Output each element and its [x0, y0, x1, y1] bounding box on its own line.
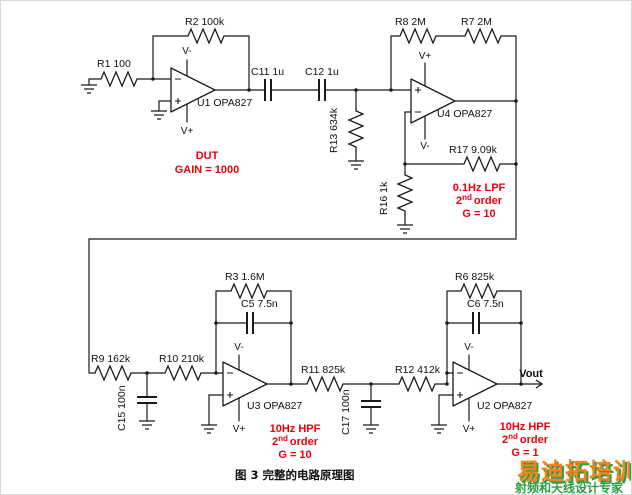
note-lpf-line1: 0.1Hz LPF — [453, 182, 506, 194]
note-hpf1-gain: G = 10 — [278, 449, 311, 461]
label-vout: Vout — [519, 368, 543, 380]
label-u3: U3 OPA827 — [247, 400, 302, 412]
resistor-r6: R6 825k — [455, 271, 504, 299]
label-r2: R2 100k — [185, 16, 225, 28]
label-u4: U4 OPA827 — [437, 108, 492, 120]
label-u3-vminus: V- — [234, 342, 243, 353]
ground-icon — [150, 110, 168, 120]
watermark-tagline: 射频和天线设计专家 — [514, 480, 624, 495]
capacitor-c5: C5 7.5n — [241, 298, 278, 334]
ground-icon — [396, 224, 414, 234]
label-u1: U1 OPA827 — [197, 97, 252, 109]
label-u1-vplus: V+ — [181, 126, 194, 137]
label-r10: R10 210k — [159, 353, 205, 365]
resistor-r8: R8 2M — [395, 16, 443, 44]
label-c15: C15 100n — [116, 385, 128, 431]
ground-icon — [138, 420, 156, 430]
note-lpf-gain: G = 10 — [462, 208, 495, 220]
label-u4-vplus: V+ — [419, 51, 432, 62]
resistor-r1: R1 100 — [96, 58, 144, 87]
ground-icon — [80, 84, 98, 94]
label-u1-vminus: V- — [182, 46, 191, 57]
note-hpf2-gain: G = 1 — [511, 447, 538, 459]
label-u3-vplus: V+ — [233, 424, 246, 435]
label-c6: C6 7.5n — [467, 298, 504, 310]
watermark-brand: 易迪拓培训 — [517, 458, 632, 485]
resistor-r2: R2 100k — [183, 16, 231, 44]
vout-port: Vout — [519, 368, 544, 389]
vout-arrow-icon — [535, 379, 544, 389]
watermark: 易迪拓培训 易迪拓培训 射频和天线设计专家 — [514, 458, 632, 495]
opamp-u3: U3 OPA827 V- V+ — [222, 342, 302, 435]
label-c17: C17 100n — [340, 389, 352, 435]
resistor-r7: R7 2M — [460, 16, 508, 44]
label-u2: U2 OPA827 — [477, 400, 532, 412]
ground-icon — [362, 424, 380, 434]
junction-dots — [145, 77, 523, 386]
note-hpf2-line1: 10Hz HPF — [500, 421, 551, 433]
note-hpf1-line1: 10Hz HPF — [270, 423, 321, 435]
label-r11: R11 825k — [301, 364, 346, 376]
capacitor-c17: C17 100n — [340, 389, 381, 435]
note-dut: DUT GAIN = 1000 — [175, 150, 240, 176]
capacitor-c12: C12 1u — [305, 66, 339, 101]
capacitor-c6: C6 7.5n — [467, 298, 504, 334]
label-r13: R13 634k — [328, 107, 340, 153]
label-r9: R9 162k — [91, 353, 131, 365]
label-r1: R1 100 — [97, 58, 131, 70]
label-r6: R6 825k — [455, 271, 495, 283]
label-c5: C5 7.5n — [241, 298, 278, 310]
grounds — [80, 84, 448, 434]
watermark-brand-shadow: 易迪拓培训 — [519, 460, 632, 487]
label-u2-vminus: V- — [464, 342, 473, 353]
label-c11: C11 1u — [251, 66, 284, 78]
label-r8: R8 2M — [395, 16, 426, 28]
resistor-r10: R10 210k — [159, 353, 208, 381]
label-r7: R7 2M — [461, 16, 492, 28]
ground-icon — [200, 424, 218, 434]
resistor-r17: R17 9.09k — [449, 144, 507, 172]
opamp-u1: U1 OPA827 V- V+ — [170, 46, 252, 137]
label-u4-vminus: V- — [420, 141, 429, 152]
resistor-r3: R3 1.6M — [225, 271, 274, 299]
label-c12: C12 1u — [305, 66, 339, 78]
label-r3: R3 1.6M — [225, 271, 265, 283]
ground-icon — [347, 160, 365, 170]
label-r17: R17 9.09k — [449, 144, 498, 156]
resistor-r12: R12 412k — [394, 364, 442, 392]
capacitor-c11: C11 1u — [251, 66, 284, 101]
resistor-r11: R11 825k — [301, 364, 350, 392]
opamp-u4: U4 OPA827 V+ V- — [410, 51, 492, 152]
resistor-r16: R16 1k — [378, 170, 413, 218]
note-dut-line1: DUT — [196, 150, 219, 162]
opamp-u2: U2 OPA827 V- V+ — [452, 342, 532, 435]
resistor-r13: R13 634k — [328, 106, 364, 154]
figure-caption: 图 3 完整的电路原理图 — [235, 468, 355, 482]
capacitor-c15: C15 100n — [116, 385, 157, 431]
resistor-r9: R9 162k — [90, 353, 138, 381]
note-dut-line2: GAIN = 1000 — [175, 164, 240, 176]
ground-icon — [430, 424, 448, 434]
label-r16: R16 1k — [378, 181, 390, 215]
label-u2-vplus: V+ — [463, 424, 476, 435]
label-r12: R12 412k — [395, 364, 441, 376]
